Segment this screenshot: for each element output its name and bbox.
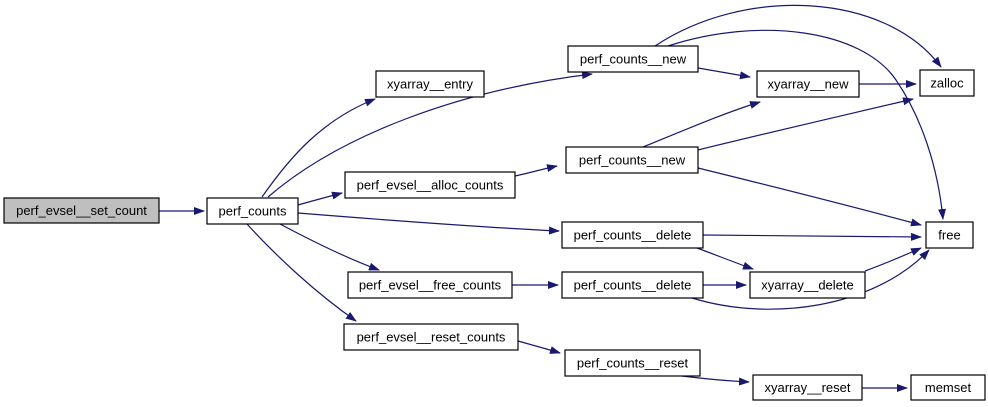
node-xyarray__entry[interactable]: xyarray__entry (375, 70, 485, 98)
edge-perf_counts__new_a-to-xyarray__new (697, 67, 751, 80)
node-xyarray__delete[interactable]: xyarray__delete (749, 271, 866, 299)
node-perf_evsel__free_counts[interactable]: perf_evsel__free_counts (347, 271, 513, 299)
node-xyarray__reset[interactable]: xyarray__reset (752, 374, 863, 401)
node-box-perf_counts__new_a[interactable] (567, 45, 699, 73)
node-box-xyarray__delete[interactable] (749, 271, 866, 299)
node-label-zalloc: zalloc (930, 76, 964, 91)
edge-perf_counts__new_a-to-zalloc (654, 4, 942, 68)
node-label-perf_counts__delete_b: perf_counts__delete (574, 278, 692, 293)
node-label-free: free (938, 228, 960, 243)
node-label-perf_counts__reset: perf_counts__reset (577, 356, 689, 371)
node-box-perf_evsel__reset_counts[interactable] (343, 323, 519, 351)
node-label-perf_counts__new_a: perf_counts__new (580, 52, 687, 67)
node-box-xyarray__reset[interactable] (752, 374, 863, 401)
edge-xyarray__delete-to-free (864, 247, 922, 272)
node-perf_evsel__alloc_counts[interactable]: perf_evsel__alloc_counts (344, 171, 516, 199)
node-perf_evsel__set_count[interactable]: perf_evsel__set_count (3, 197, 160, 224)
node-free[interactable]: free (925, 221, 974, 249)
edge-perf_counts__delete_b-to-free (691, 249, 930, 310)
node-label-perf_evsel__free_counts: perf_evsel__free_counts (359, 278, 502, 293)
edge-perf_counts__new_b-to-free (697, 167, 922, 227)
node-box-perf_counts__delete_a[interactable] (561, 221, 704, 249)
node-xyarray__new[interactable]: xyarray__new (756, 70, 860, 98)
edge-perf_counts__delete_a-to-xyarray__delete (696, 247, 754, 270)
edge-perf_counts__new_b-to-zalloc (697, 97, 914, 151)
edge-perf_counts-to-perf_evsel__alloc_counts (297, 191, 343, 206)
node-box-zalloc[interactable] (919, 69, 975, 97)
node-box-perf_evsel__set_count[interactable] (3, 197, 160, 224)
node-box-perf_counts__reset[interactable] (564, 349, 701, 377)
node-label-perf_evsel__alloc_counts: perf_evsel__alloc_counts (357, 178, 504, 193)
node-label-xyarray__delete: xyarray__delete (761, 278, 854, 293)
node-perf_counts__new_b[interactable]: perf_counts__new (565, 146, 699, 174)
node-label-memset: memset (925, 380, 972, 395)
node-label-perf_counts__new_b: perf_counts__new (579, 153, 686, 168)
node-zalloc[interactable]: zalloc (919, 69, 975, 97)
node-label-perf_counts__delete_a: perf_counts__delete (574, 228, 692, 243)
node-label-perf_evsel__reset_counts: perf_evsel__reset_counts (357, 330, 506, 345)
edge-perf_counts-to-xyarray__entry (261, 98, 376, 198)
node-box-xyarray__new[interactable] (756, 70, 860, 98)
edge-perf_counts-to-perf_evsel__free_counts (279, 223, 380, 271)
nodes-layer: perf_evsel__set_count perf_counts xyarray_… (3, 45, 986, 401)
node-label-xyarray__entry: xyarray__entry (387, 77, 473, 92)
edges-layer (159, 4, 947, 392)
node-box-perf_counts[interactable] (206, 197, 299, 225)
node-label-xyarray__reset: xyarray__reset (765, 380, 851, 395)
node-perf_counts__delete_b[interactable]: perf_counts__delete (561, 271, 704, 299)
node-perf_counts__new_a[interactable]: perf_counts__new (567, 45, 699, 73)
node-memset[interactable]: memset (910, 374, 986, 401)
edge-perf_evsel__alloc_counts-to-perf_counts__new_b (514, 164, 558, 177)
node-perf_counts__reset[interactable]: perf_counts__reset (564, 349, 701, 377)
node-box-memset[interactable] (910, 374, 986, 401)
node-label-xyarray__new: xyarray__new (768, 77, 850, 92)
edge-perf_counts__new_b-to-xyarray__new (642, 101, 761, 148)
node-perf_counts[interactable]: perf_counts (206, 197, 299, 225)
node-box-perf_counts__delete_b[interactable] (561, 271, 704, 299)
node-label-perf_counts: perf_counts (219, 204, 287, 219)
node-label-perf_evsel__set_count: perf_evsel__set_count (16, 203, 147, 218)
node-box-xyarray__entry[interactable] (375, 70, 485, 98)
edge-perf_counts__reset-to-xyarray__reset (681, 375, 750, 386)
edge-perf_counts-to-perf_counts__new_a (267, 71, 593, 198)
node-box-free[interactable] (925, 221, 974, 249)
edge-perf_evsel__reset_counts-to-perf_counts__reset (517, 340, 561, 354)
edge-perf_counts-to-perf_evsel__reset_counts (246, 223, 357, 322)
node-box-perf_counts__new_b[interactable] (565, 146, 699, 174)
edge-perf_counts__new_a-to-free (667, 29, 947, 220)
edge-perf_counts-to-perf_counts__delete_a (297, 212, 560, 235)
node-perf_counts__delete_a[interactable]: perf_counts__delete (561, 221, 704, 249)
edge-perf_counts__delete_a-to-free (702, 232, 922, 241)
node-box-perf_evsel__alloc_counts[interactable] (344, 171, 516, 199)
node-box-perf_evsel__free_counts[interactable] (347, 271, 513, 299)
node-perf_evsel__reset_counts[interactable]: perf_evsel__reset_counts (343, 323, 519, 351)
